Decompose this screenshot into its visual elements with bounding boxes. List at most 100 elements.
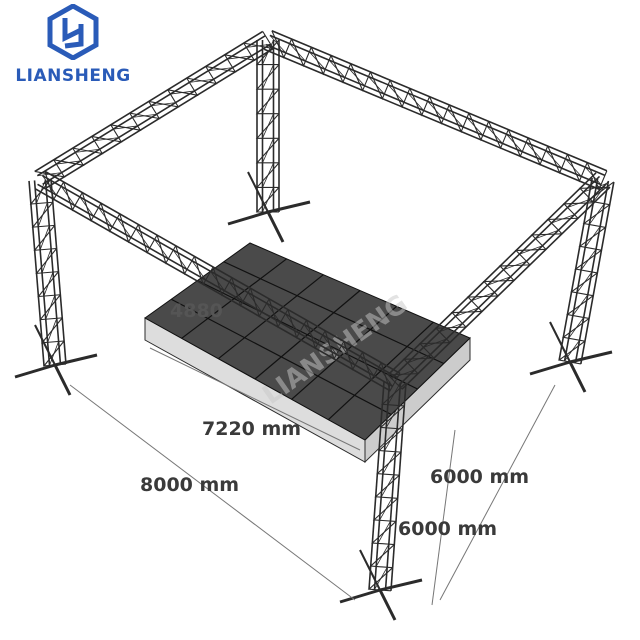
top-truss-front-left-member — [378, 366, 393, 387]
top-truss-front-left-member — [249, 288, 270, 318]
top-truss-back-right-member — [263, 48, 600, 190]
top-truss-front-right-member — [503, 260, 527, 271]
top-truss-back-right-member — [350, 63, 371, 92]
tower-fr-member — [390, 382, 407, 591]
top-truss-back-left-member — [56, 160, 81, 165]
tower-bk-member — [255, 113, 280, 139]
top-truss-front-left-member — [154, 239, 169, 259]
tower-lf — [28, 178, 67, 367]
top-truss-back-right-member — [506, 133, 523, 152]
tower-fr-member — [374, 567, 388, 590]
top-truss-back-right-member — [310, 47, 332, 76]
top-truss-front-right-member — [423, 338, 447, 348]
top-truss-back-left-member — [113, 125, 138, 130]
top-truss-back-right-member — [547, 145, 568, 175]
top-truss-front-left-member — [305, 319, 326, 350]
top-truss-back-right-member — [446, 109, 464, 128]
tower-fr-member — [379, 405, 405, 430]
top-truss-front-left-member — [79, 196, 94, 217]
top-truss-back-right-member — [466, 117, 484, 136]
top-truss-front-left-member — [44, 171, 65, 201]
top-truss-front-left-member — [100, 203, 121, 233]
top-truss-back-right-member — [545, 150, 562, 169]
top-truss-back-right-member — [586, 162, 608, 191]
tower-fr-member — [384, 382, 402, 591]
top-truss-front-right-member — [434, 326, 466, 343]
top-truss-front-right-member — [471, 291, 495, 302]
tower-fr-member — [385, 405, 400, 429]
top-truss-back-left-member — [167, 77, 199, 96]
tower-lf-member — [45, 295, 56, 320]
tower-lf-member — [35, 248, 59, 275]
outrigger-brace — [359, 549, 381, 591]
tower-lf-member — [33, 225, 57, 251]
tower-fr-member — [372, 497, 399, 523]
top-truss-front-left-member — [172, 249, 188, 270]
tower-rt-member — [561, 318, 590, 342]
top-truss-front-left-member — [228, 281, 244, 302]
top-truss-back-left-member — [91, 124, 123, 143]
top-truss-back-right-member — [527, 137, 549, 166]
depth-dimension-line — [439, 384, 556, 601]
top-truss-front-left-member — [119, 213, 139, 244]
brand-logo: LIANSHENG — [8, 3, 138, 86]
tower-bk-member — [255, 64, 280, 90]
tower-rt-member — [576, 271, 593, 294]
top-truss-back-left-member — [72, 136, 104, 155]
top-truss-front-left-member — [191, 260, 207, 281]
tower-lf-member — [49, 341, 59, 366]
outrigger-leg — [529, 360, 571, 376]
top-truss-back-right — [263, 30, 608, 191]
top-truss-front-right-member — [397, 183, 608, 387]
tower-rt-member — [582, 204, 611, 229]
top-truss-back-right-member — [486, 125, 503, 144]
height-dimension-line — [431, 429, 456, 606]
top-truss-front-left-member — [268, 298, 289, 329]
tower-lf-member — [43, 271, 54, 297]
top-truss-front-right-member — [466, 295, 498, 312]
top-truss-back-left-member — [110, 112, 142, 131]
top-truss-front-right-member — [455, 307, 479, 317]
top-truss-front-right-member — [551, 214, 575, 224]
tower-bk-member — [262, 138, 274, 164]
outrigger-leg — [227, 210, 269, 226]
tower-fr-member — [380, 474, 395, 498]
top-truss-front-left-member — [303, 324, 319, 345]
tower-fr-member — [373, 381, 391, 590]
top-truss-back-right-member — [368, 76, 385, 95]
top-truss-back-right-member — [269, 35, 287, 54]
tower-bk — [255, 39, 280, 213]
top-truss-front-left-member — [63, 181, 83, 212]
tower-fr-member — [377, 428, 404, 453]
top-truss-back-left-member — [151, 102, 176, 107]
outrigger-leg — [53, 364, 72, 396]
top-truss-back-right-member — [265, 43, 602, 186]
tower-rt-member — [574, 249, 602, 274]
top-truss-front-left-member — [60, 186, 76, 206]
tower-bk-member — [262, 88, 274, 114]
top-truss-front-right-member — [562, 202, 594, 219]
top-truss-front-left-member — [343, 341, 364, 371]
top-truss-front-left-member — [341, 345, 356, 366]
tower-rt-member — [570, 272, 598, 297]
top-truss-back-right-member — [525, 142, 543, 161]
top-truss-front-left-member — [247, 292, 263, 313]
top-truss-front-left-member — [135, 228, 150, 249]
top-truss-back-right-member — [291, 38, 312, 68]
stage-panel-seam — [170, 298, 392, 416]
outrigger-leg — [569, 350, 613, 364]
stage-panel-seam — [197, 279, 418, 390]
top-truss-front-left-member — [116, 217, 132, 238]
top-truss-front-right-member — [567, 198, 591, 208]
top-truss-back-left-member — [227, 55, 252, 60]
tower-lf-member — [47, 318, 58, 343]
tower-lf-member — [41, 248, 52, 274]
top-truss-back-left-member — [129, 101, 161, 120]
top-truss-back-right-member — [271, 30, 608, 172]
outrigger-brace — [549, 321, 571, 363]
top-truss-front-left-member — [175, 245, 195, 276]
outrigger-leg — [379, 578, 423, 592]
top-truss-front-left-member — [156, 234, 177, 265]
tower-bk-member — [262, 162, 274, 188]
